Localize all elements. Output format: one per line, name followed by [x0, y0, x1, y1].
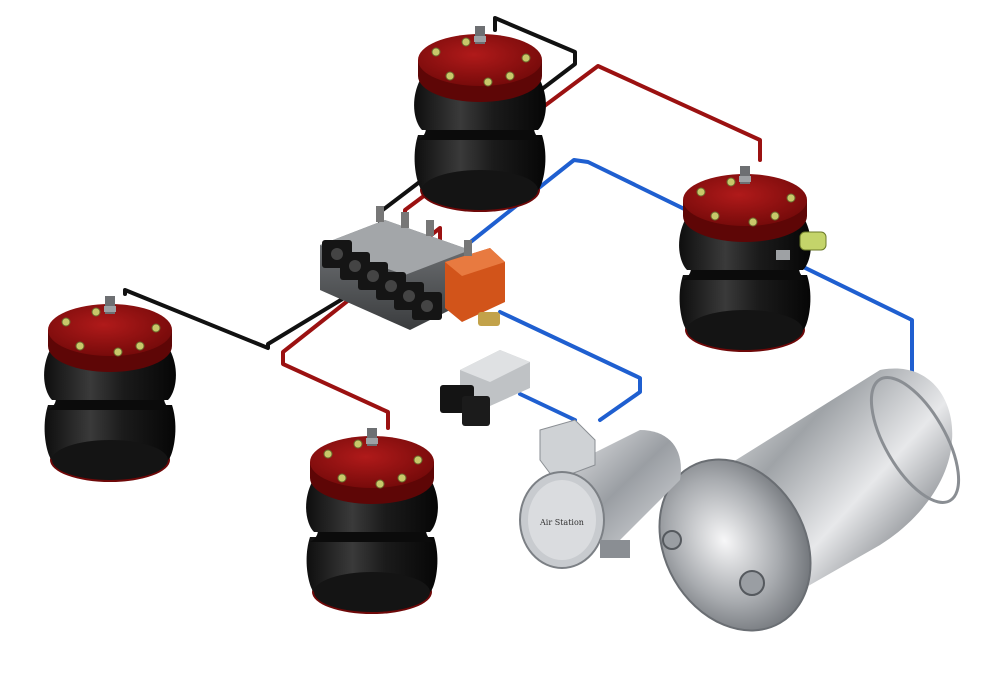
air-spring-right — [678, 165, 812, 353]
air-compressor: Air Station — [519, 419, 681, 569]
air-tank — [658, 368, 961, 632]
air-spring-left — [43, 295, 177, 483]
red-air-line — [281, 226, 442, 430]
air-spring-front — [305, 427, 439, 615]
blue-air-line — [518, 392, 577, 422]
solenoid-valve — [440, 350, 530, 426]
air-spring-top — [413, 25, 547, 213]
valve-manifold — [320, 206, 505, 330]
pressure-switch — [776, 231, 827, 260]
blue-air-line — [498, 310, 642, 422]
compressor-label: Air Station — [539, 518, 584, 527]
